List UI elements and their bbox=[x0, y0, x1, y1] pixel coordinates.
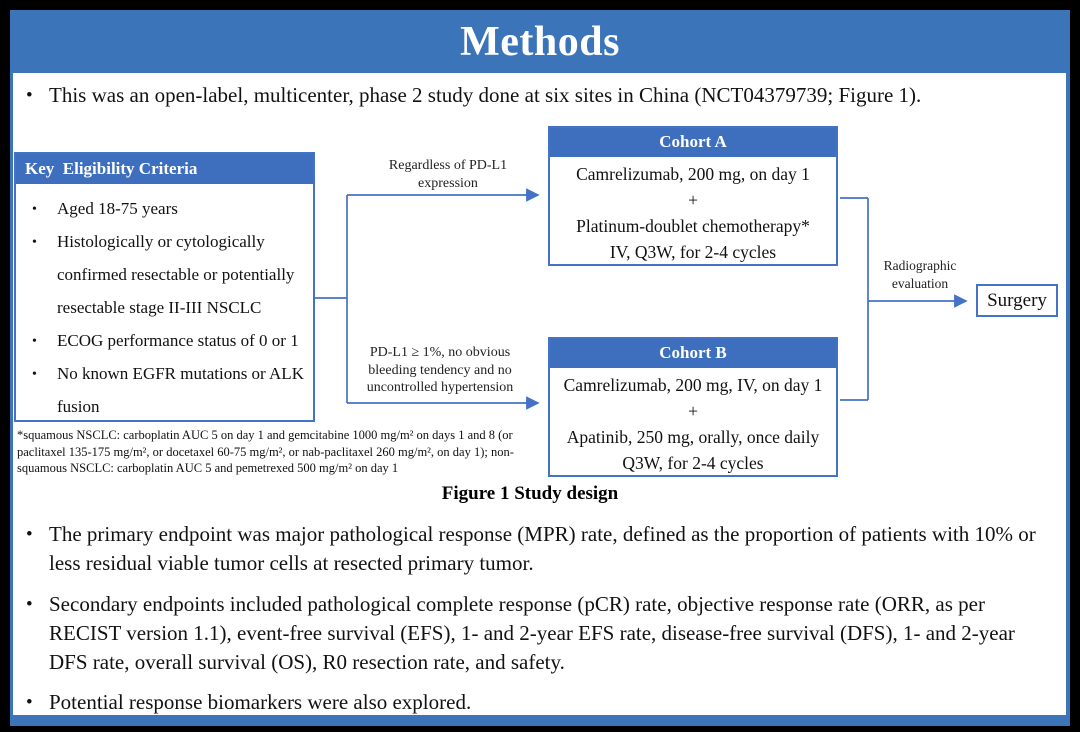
arrow-label-pdl1-regardless: Regardless of PD-L1 expression bbox=[388, 158, 508, 191]
cohort-b-body: Camrelizumab, 200 mg, IV, on day 1 + Apa… bbox=[550, 368, 836, 476]
bullet-dot: • bbox=[32, 235, 37, 250]
bullet-dot: • bbox=[26, 594, 33, 615]
bullet-primary-endpoint: • The primary endpoint was major patholo… bbox=[26, 520, 1044, 578]
cohort-a-header: Cohort A bbox=[550, 128, 836, 157]
bullet-dot: • bbox=[26, 524, 33, 545]
cohort-b-box: Cohort B Camrelizumab, 200 mg, IV, on da… bbox=[548, 337, 838, 477]
cohort-b-line: Apatinib, 250 mg, orally, once daily bbox=[566, 427, 820, 447]
cohort-b-line: Q3W, for 2-4 cycles bbox=[622, 453, 764, 473]
bullet-text: Potential response biomarkers were also … bbox=[49, 690, 472, 714]
bullet-text: Secondary endpoints included pathologica… bbox=[49, 592, 1015, 674]
cohort-b-header: Cohort B bbox=[550, 339, 836, 368]
bullet-text: This was an open-label, multicenter, pha… bbox=[49, 83, 922, 107]
surgery-box: Surgery bbox=[976, 284, 1058, 317]
chemotherapy-footnote: *squamous NSCLC: carboplatin AUC 5 on da… bbox=[17, 428, 514, 475]
eligibility-box: Key Eligibility Criteria • Aged 18-75 ye… bbox=[14, 152, 315, 422]
arrow-label-radiographic-evaluation: Radiographic evaluation bbox=[883, 258, 957, 291]
bullet-biomarkers: • Potential response biomarkers were als… bbox=[26, 688, 1026, 717]
cohort-a-body: Camrelizumab, 200 mg, on day 1 + Platinu… bbox=[550, 157, 836, 265]
bullet-dot: • bbox=[26, 85, 33, 106]
eligibility-item: • Histologically or cytologically confir… bbox=[32, 225, 307, 324]
eligibility-item-text: Aged 18-75 years bbox=[57, 199, 178, 218]
bullet-dot: • bbox=[32, 334, 37, 349]
bullet-dot: • bbox=[32, 367, 37, 382]
arrow-label-pdl1-positive: PD-L1 ≥ 1%, no obvious bleeding tendency… bbox=[366, 345, 514, 395]
cohort-a-line: Camrelizumab, 200 mg, on day 1 bbox=[576, 164, 810, 184]
bullet-secondary-endpoints: • Secondary endpoints included pathologi… bbox=[26, 590, 1048, 677]
plus-sign: + bbox=[688, 401, 698, 421]
eligibility-item-text: No known EGFR mutations or ALK fusion bbox=[57, 364, 304, 416]
eligibility-list: • Aged 18-75 years • Histologically or c… bbox=[16, 184, 313, 423]
bullet-dot: • bbox=[32, 202, 37, 217]
bullet-study-overview: • This was an open-label, multicenter, p… bbox=[26, 81, 1046, 110]
eligibility-item: • No known EGFR mutations or ALK fusion bbox=[32, 357, 307, 423]
figure-caption: Figure 1 Study design bbox=[441, 483, 619, 504]
bullet-text: The primary endpoint was major pathologi… bbox=[49, 522, 1036, 575]
slide-title-bar: Methods bbox=[10, 10, 1070, 73]
eligibility-item-text: Histologically or cytologically confirme… bbox=[57, 232, 295, 317]
eligibility-item: • ECOG performance status of 0 or 1 bbox=[32, 324, 307, 357]
plus-sign: + bbox=[688, 190, 698, 210]
eligibility-header: Key Eligibility Criteria bbox=[16, 154, 313, 184]
cohort-a-box: Cohort A Camrelizumab, 200 mg, on day 1 … bbox=[548, 126, 838, 266]
page-title: Methods bbox=[460, 18, 620, 65]
bullet-dot: • bbox=[26, 692, 33, 713]
cohort-b-line: Camrelizumab, 200 mg, IV, on day 1 bbox=[563, 375, 823, 395]
cohort-a-line: IV, Q3W, for 2-4 cycles bbox=[609, 242, 777, 262]
eligibility-item: • Aged 18-75 years bbox=[32, 192, 307, 225]
eligibility-item-text: ECOG performance status of 0 or 1 bbox=[57, 331, 299, 350]
cohort-a-line: Platinum-doublet chemotherapy* bbox=[576, 216, 810, 236]
